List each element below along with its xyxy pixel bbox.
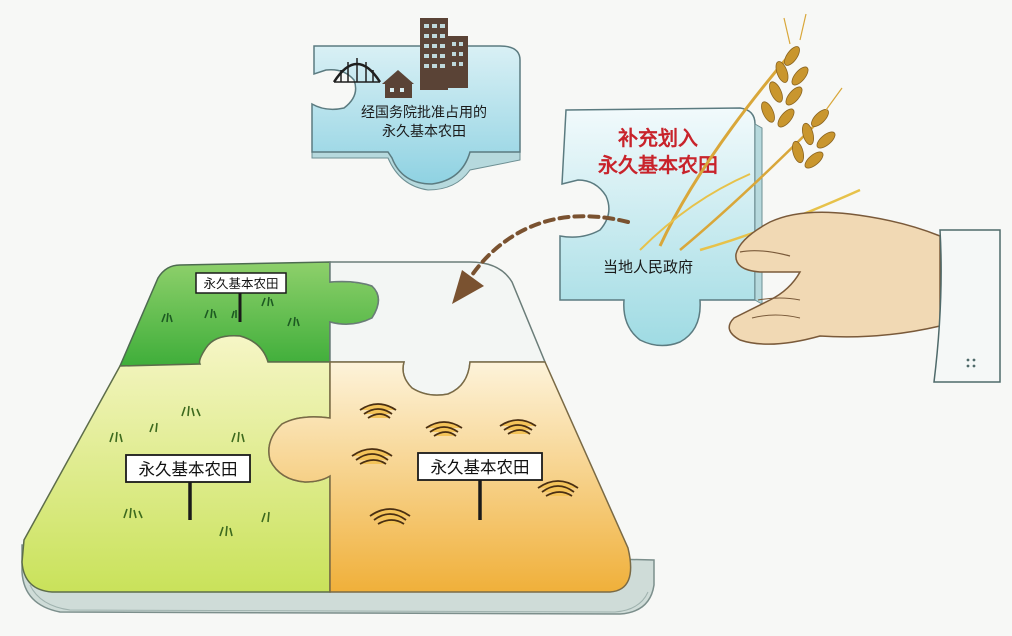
- farmland-sign-left: 永久基本农田: [125, 454, 251, 520]
- occupied-label-line2: 永久基本农田: [382, 123, 466, 140]
- sleeve-cuff: [933, 229, 1001, 383]
- occupied-farmland-piece: 经国务院批准占用的 永久基本农田: [311, 18, 521, 191]
- supplement-title-line2: 永久基本农田: [597, 153, 718, 177]
- placement-arrow: [452, 214, 630, 304]
- hand-icon: [728, 211, 1001, 383]
- supplement-title-line1: 补充划入: [617, 126, 698, 150]
- farmland-sign-right: 永久基本农田: [417, 452, 543, 520]
- occupied-label-line1: 经国务院批准占用的: [361, 105, 487, 121]
- arrow-head: [452, 270, 484, 304]
- city-buildings-icon: [332, 18, 468, 98]
- farmland-puzzle-board: 永久基本农田 永久基本农田 永久基本农田: [21, 261, 655, 615]
- supplement-piece-shape: [559, 107, 756, 347]
- grass-tuft-icon: [161, 296, 300, 327]
- farmland-sign-top: 永久基本农田: [195, 272, 287, 322]
- supplement-farmland-piece: 补充划入 永久基本农田 当地人民政府: [559, 107, 763, 347]
- government-label: 当地人民政府: [603, 258, 693, 276]
- sign-label-right: 永久基本农田: [431, 458, 530, 477]
- wheat-icon: [639, 13, 861, 252]
- grass-tuft-icon: [109, 405, 270, 537]
- hay-pile-icon: [351, 403, 579, 525]
- sign-label-left: 永久基本农田: [139, 460, 238, 479]
- sign-label-top: 永久基本农田: [203, 276, 278, 291]
